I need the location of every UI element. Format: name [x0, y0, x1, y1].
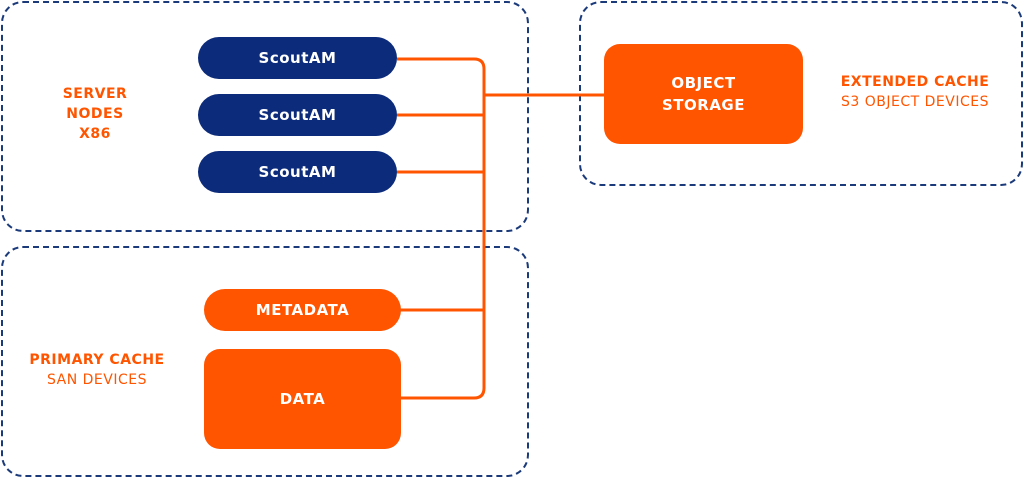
- server-nodes-label: SERVER NODES X86: [40, 84, 150, 144]
- data-block: DATA: [204, 349, 401, 449]
- extended-cache-title: EXTENDED CACHE: [840, 74, 990, 90]
- primary-cache-group: [1, 246, 529, 477]
- scoutam-node-3: ScoutAM: [198, 151, 397, 193]
- primary-cache-subtitle: SAN DEVICES: [47, 372, 147, 388]
- server-label-line-2: NODES: [66, 106, 124, 122]
- scoutam-node-1: ScoutAM: [198, 37, 397, 79]
- server-label-line-1: SERVER: [62, 86, 128, 102]
- extended-cache-label: EXTENDED CACHE S3 OBJECT DEVICES: [830, 72, 1000, 112]
- primary-cache-title: PRIMARY CACHE: [29, 352, 165, 368]
- server-nodes-group: [1, 1, 529, 232]
- metadata-block: METADATA: [204, 289, 401, 331]
- object-storage-line-1: OBJECT: [671, 74, 736, 92]
- scoutam-node-2: ScoutAM: [198, 94, 397, 136]
- primary-cache-label: PRIMARY CACHE SAN DEVICES: [24, 350, 170, 390]
- extended-cache-subtitle: S3 OBJECT DEVICES: [841, 94, 989, 110]
- server-label-line-3: X86: [79, 126, 111, 142]
- object-storage-block: OBJECT STORAGE: [604, 44, 803, 144]
- object-storage-line-2: STORAGE: [661, 96, 745, 114]
- connector-node-1: [397, 57, 486, 400]
